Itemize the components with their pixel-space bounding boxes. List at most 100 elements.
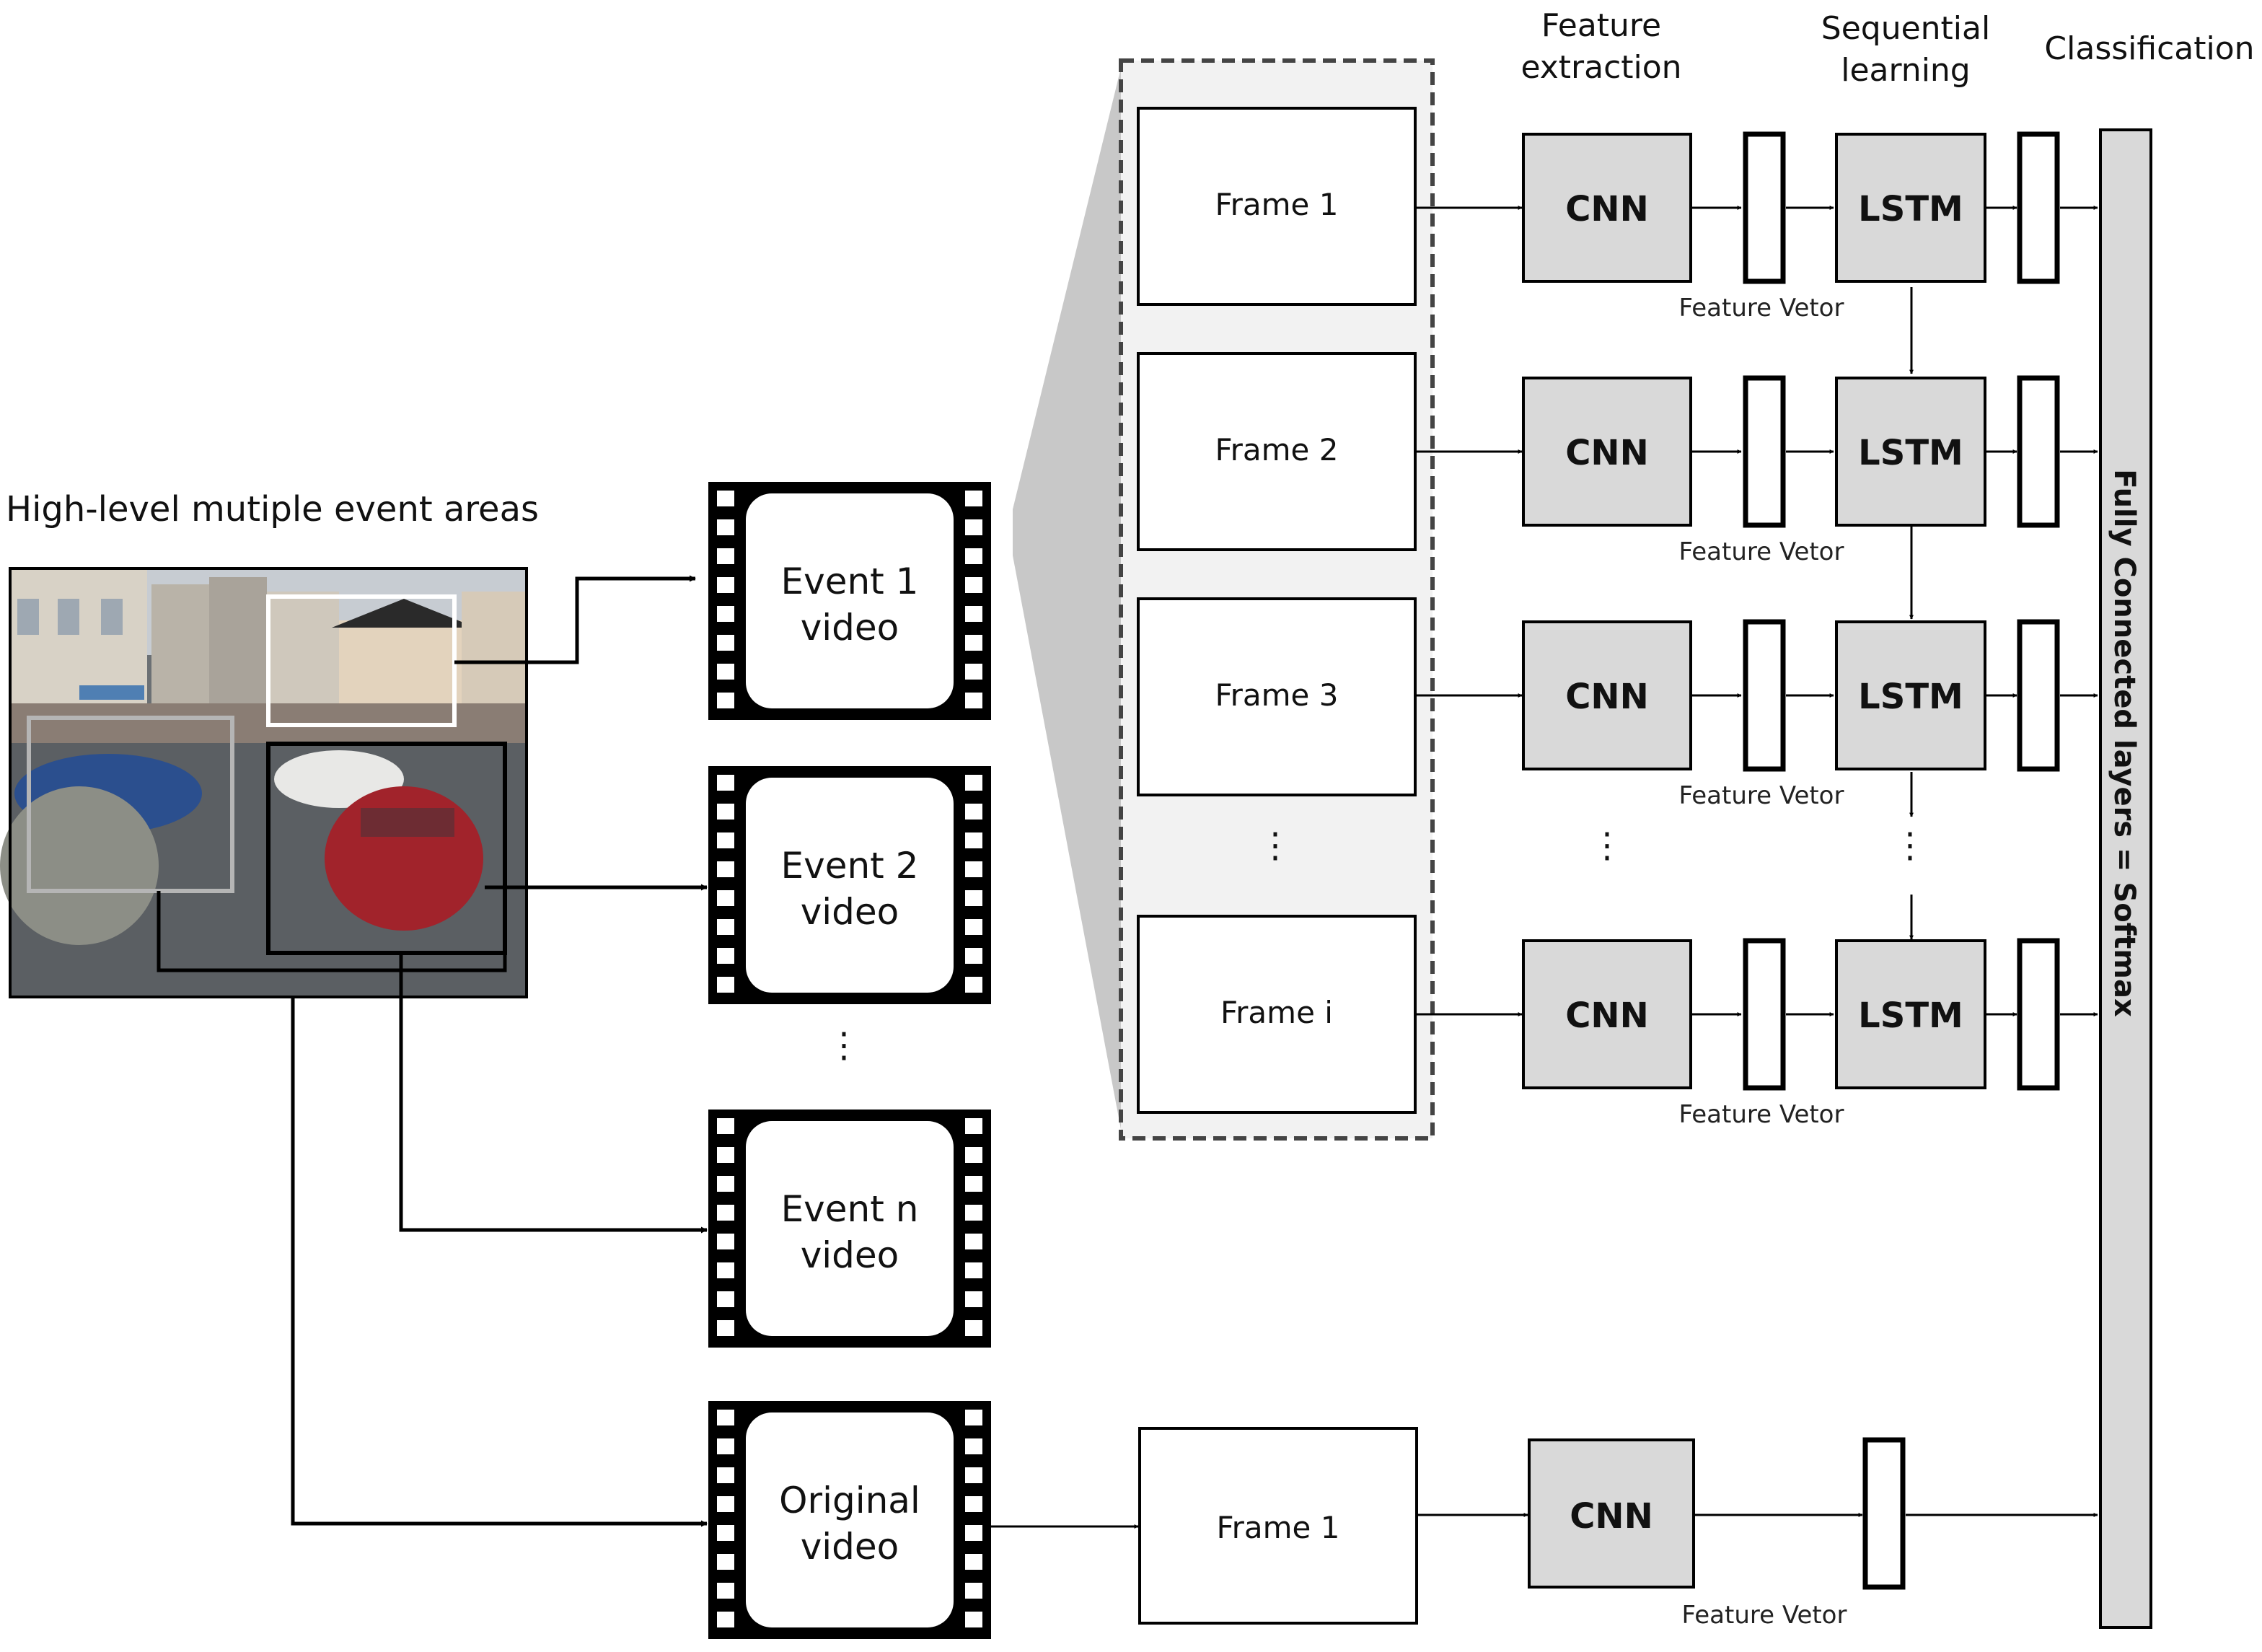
- video-label-line2: video: [801, 891, 899, 933]
- lstm-output-vector: [2017, 131, 2060, 284]
- lstm-output-vector: [2017, 938, 2060, 1091]
- film-perforation: [965, 1320, 982, 1336]
- film-perforation: [717, 693, 734, 708]
- frame-label: Frame i: [1220, 995, 1333, 1030]
- original-cnn-label: CNN: [1570, 1496, 1653, 1537]
- film-perforation: [965, 491, 982, 506]
- cnn-label: CNN: [1565, 189, 1649, 229]
- film-perforation: [965, 1410, 982, 1425]
- event-2-region: [27, 716, 234, 893]
- lstm-label: LSTM: [1858, 677, 1963, 717]
- film-perforation: [717, 606, 734, 622]
- film-perforation: [965, 1554, 982, 1570]
- video-screen: [746, 1412, 954, 1627]
- scene-to-video-connectors: [157, 575, 708, 1527]
- video-label-line2: video: [801, 1234, 899, 1276]
- original-cnn-block: [1528, 1438, 1695, 1589]
- film-perforation: [717, 977, 734, 993]
- frame-box: Frame i: [1137, 915, 1417, 1114]
- frame-label: Frame 1: [1215, 187, 1339, 222]
- film-perforation: [717, 1147, 734, 1163]
- film-perforation: [965, 1118, 982, 1134]
- video-label-line1: Event n: [781, 1188, 919, 1230]
- lstm-output-vector: [2017, 375, 2060, 528]
- film-perforation: [717, 1234, 734, 1249]
- feature-vector-label: Feature Vetor: [1679, 294, 1844, 322]
- cnn-ellipsis: ⋮: [1590, 825, 1624, 866]
- lstm-label: LSTM: [1858, 433, 1963, 473]
- lstm-block: [1835, 939, 1986, 1089]
- frame-box: Frame 2: [1137, 352, 1417, 551]
- film-perforation: [965, 519, 982, 535]
- film-perforation: [965, 832, 982, 848]
- film-perforation: [717, 1467, 734, 1483]
- film-perforation: [717, 1205, 734, 1221]
- film-perforation: [965, 804, 982, 820]
- cnn-label: CNN: [1565, 996, 1649, 1036]
- film-perforation: [717, 861, 734, 877]
- film-perforation: [717, 635, 734, 651]
- film-perforation: [965, 606, 982, 622]
- feature-vector: [1743, 619, 1786, 772]
- film-perforation: [965, 664, 982, 680]
- cnn-block: [1522, 939, 1692, 1089]
- diagram-title: High-level mutiple event areas: [6, 489, 539, 530]
- film-perforation: [965, 1262, 982, 1278]
- video-label-line1: Original: [779, 1480, 920, 1521]
- lstm-ellipsis: ⋮: [1893, 825, 1927, 866]
- original-branch: Frame 1 CNN Feature Vetor: [990, 1427, 2098, 1630]
- original-frame-label: Frame 1: [1217, 1510, 1340, 1545]
- film-perforation: [717, 1438, 734, 1454]
- film-perforation: [965, 1291, 982, 1307]
- film-perforation: [965, 548, 982, 564]
- video-label-line2: video: [801, 1526, 899, 1568]
- film-perforation: [717, 832, 734, 848]
- film-perforation: [717, 548, 734, 564]
- film-perforation: [965, 919, 982, 935]
- original-feature-vector-label: Feature Vetor: [1682, 1601, 1847, 1630]
- header-sequential-learning-line2: learning: [1841, 52, 1971, 89]
- feature-vector: [1743, 375, 1786, 528]
- fully-connected-layer: [2099, 128, 2152, 1629]
- film-perforation: [965, 1176, 982, 1192]
- film-perforation: [717, 1554, 734, 1570]
- feature-vector-label: Feature Vetor: [1679, 1100, 1844, 1129]
- film-perforation: [717, 1291, 734, 1307]
- frame-label: Frame 2: [1215, 432, 1339, 467]
- film-perforation: [717, 1612, 734, 1627]
- videos-ellipsis: ⋮: [827, 1025, 861, 1066]
- video-screen: [746, 493, 954, 708]
- feature-vector: [1743, 131, 1786, 284]
- video-label-line1: Event 1: [781, 561, 919, 602]
- film-perforation: [717, 1496, 734, 1512]
- film-perforation: [717, 664, 734, 680]
- video-screen: [746, 1121, 954, 1336]
- original-frame-box: [1138, 1427, 1418, 1625]
- frame-box: Frame 1: [1137, 107, 1417, 306]
- film-perforation: [717, 890, 734, 906]
- video-clip: Original video: [708, 1401, 991, 1639]
- video-screen: [746, 778, 954, 993]
- film-perforation: [717, 1262, 734, 1278]
- film-perforation: [717, 519, 734, 535]
- cnn-block: [1522, 377, 1692, 527]
- feature-vector-label: Feature Vetor: [1679, 537, 1844, 566]
- film-perforation: [965, 577, 982, 593]
- film-perforation: [717, 577, 734, 593]
- film-perforation: [965, 1467, 982, 1483]
- film-perforation: [717, 1583, 734, 1599]
- street-scene-image: [0, 567, 528, 998]
- frame-box: Frame 3: [1137, 597, 1417, 796]
- header-feature-extraction-line2: extraction: [1521, 49, 1681, 86]
- film-perforation: [965, 1205, 982, 1221]
- film-perforation: [717, 775, 734, 791]
- film-perforation: [965, 1496, 982, 1512]
- cnn-label: CNN: [1565, 677, 1649, 717]
- film-perforation: [717, 1118, 734, 1134]
